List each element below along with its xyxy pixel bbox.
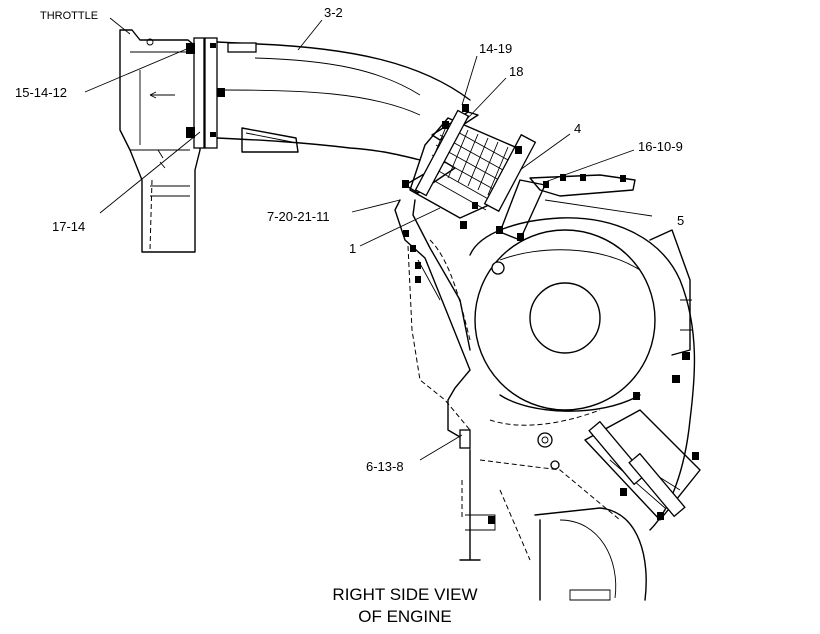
rear-support-strap — [394, 199, 471, 449]
label-1: 1 — [349, 241, 356, 256]
label-6-13-8: 6-13-8 — [366, 459, 404, 474]
label-15-14-12: 15-14-12 — [15, 85, 67, 100]
label-4: 4 — [574, 121, 581, 136]
view-caption: RIGHT SIDE VIEW OF ENGINE — [332, 585, 477, 626]
lower-exhaust-outlet — [534, 409, 701, 601]
exhaust-elbow-pipe — [149, 41, 471, 161]
label-17-14: 17-14 — [52, 219, 85, 234]
callout-labels: THROTTLE 3-2 14-19 18 15-14-12 4 16-10-9… — [15, 5, 684, 474]
leader-lines — [84, 17, 653, 461]
caption-line-1: RIGHT SIDE VIEW — [332, 585, 477, 604]
support-bracket — [499, 174, 636, 241]
label-18: 18 — [509, 64, 523, 79]
throttle-body — [119, 29, 201, 253]
engine-block-outline — [407, 239, 621, 561]
label-14-19: 14-19 — [479, 41, 512, 56]
label-throttle: THROTTLE — [40, 10, 98, 22]
throttle-flange — [186, 37, 225, 149]
flex-bellows — [402, 104, 537, 241]
caption-line-2: OF ENGINE — [358, 607, 452, 626]
label-16-10-9: 16-10-9 — [638, 139, 683, 154]
turbocharger — [469, 217, 696, 531]
label-5: 5 — [677, 213, 684, 228]
label-3-2: 3-2 — [324, 5, 343, 20]
label-7-20-21-11: 7-20-21-11 — [267, 209, 330, 224]
